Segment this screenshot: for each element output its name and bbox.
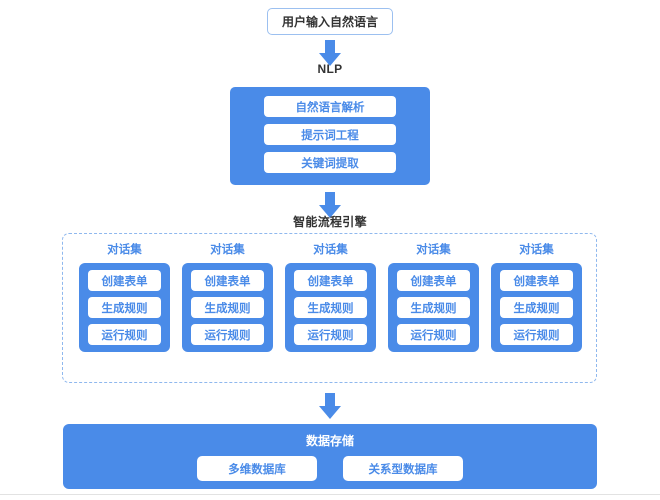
- arrow-head: [319, 406, 341, 419]
- dialog-set-body: 创建表单 生成规则 运行规则: [285, 263, 376, 352]
- dialog-set-title: 对话集: [313, 244, 348, 256]
- dialog-set-columns: 对话集 创建表单 生成规则 运行规则 对话集 创建表单 生成规则 运行规则 对话…: [63, 234, 598, 384]
- create-form-item: 创建表单: [500, 270, 573, 291]
- nlp-stage-label: NLP: [317, 62, 343, 76]
- dialog-set-title: 对话集: [416, 244, 451, 256]
- down-arrow-icon: [319, 192, 341, 218]
- dialog-set-title: 对话集: [107, 244, 142, 256]
- generate-rule-item: 生成规则: [500, 297, 573, 318]
- run-rule-item: 运行规则: [294, 324, 367, 345]
- dialog-set-title: 对话集: [519, 244, 554, 256]
- run-rule-item: 运行规则: [191, 324, 264, 345]
- nlp-panel: 自然语言解析 提示词工程 关键词提取: [230, 87, 430, 185]
- data-storage-title: 数据存储: [305, 434, 354, 448]
- arrow-head: [319, 205, 341, 218]
- generate-rule-item: 生成规则: [294, 297, 367, 318]
- dialog-set-column: 对话集 创建表单 生成规则 运行规则: [285, 243, 376, 384]
- engine-container: 对话集 创建表单 生成规则 运行规则 对话集 创建表单 生成规则 运行规则 对话…: [62, 233, 597, 383]
- create-form-item: 创建表单: [88, 270, 161, 291]
- dialog-set-body: 创建表单 生成规则 运行规则: [388, 263, 479, 352]
- create-form-item: 创建表单: [191, 270, 264, 291]
- dialog-set-column: 对话集 创建表单 生成规则 运行规则: [388, 243, 479, 384]
- user-input-box: 用户输入自然语言: [267, 8, 393, 35]
- generate-rule-item: 生成规则: [191, 297, 264, 318]
- engine-stage-label: 智能流程引擎: [293, 215, 367, 229]
- dialog-set-column: 对话集 创建表单 生成规则 运行规则: [182, 243, 273, 384]
- relational-database-item: 关系型数据库: [343, 456, 463, 481]
- generate-rule-item: 生成规则: [397, 297, 470, 318]
- create-form-item: 创建表单: [294, 270, 367, 291]
- data-storage-panel: 数据存储 多维数据库 关系型数据库: [63, 424, 597, 489]
- down-arrow-icon: [319, 40, 341, 66]
- nlp-item-keyword-extraction: 关键词提取: [264, 152, 396, 173]
- dialog-set-title: 对话集: [210, 244, 245, 256]
- run-rule-item: 运行规则: [500, 324, 573, 345]
- arrow-head: [319, 53, 341, 66]
- dialog-set-column: 对话集 创建表单 生成规则 运行规则: [491, 243, 582, 384]
- arrow-shaft: [325, 192, 335, 206]
- dialog-set-body: 创建表单 生成规则 运行规则: [182, 263, 273, 352]
- data-storage-items: 多维数据库 关系型数据库: [63, 456, 597, 481]
- dialog-set-body: 创建表单 生成规则 运行规则: [491, 263, 582, 352]
- create-form-item: 创建表单: [397, 270, 470, 291]
- multidimensional-database-item: 多维数据库: [197, 456, 317, 481]
- run-rule-item: 运行规则: [88, 324, 161, 345]
- dialog-set-column: 对话集 创建表单 生成规则 运行规则: [79, 243, 170, 384]
- arrow-shaft: [325, 393, 335, 407]
- nlp-item-prompt-engineering: 提示词工程: [264, 124, 396, 145]
- nlp-item-parse: 自然语言解析: [264, 96, 396, 117]
- run-rule-item: 运行规则: [397, 324, 470, 345]
- generate-rule-item: 生成规则: [88, 297, 161, 318]
- arrow-shaft: [325, 40, 335, 54]
- bottom-divider: [0, 494, 660, 495]
- dialog-set-body: 创建表单 生成规则 运行规则: [79, 263, 170, 352]
- down-arrow-icon: [319, 393, 341, 419]
